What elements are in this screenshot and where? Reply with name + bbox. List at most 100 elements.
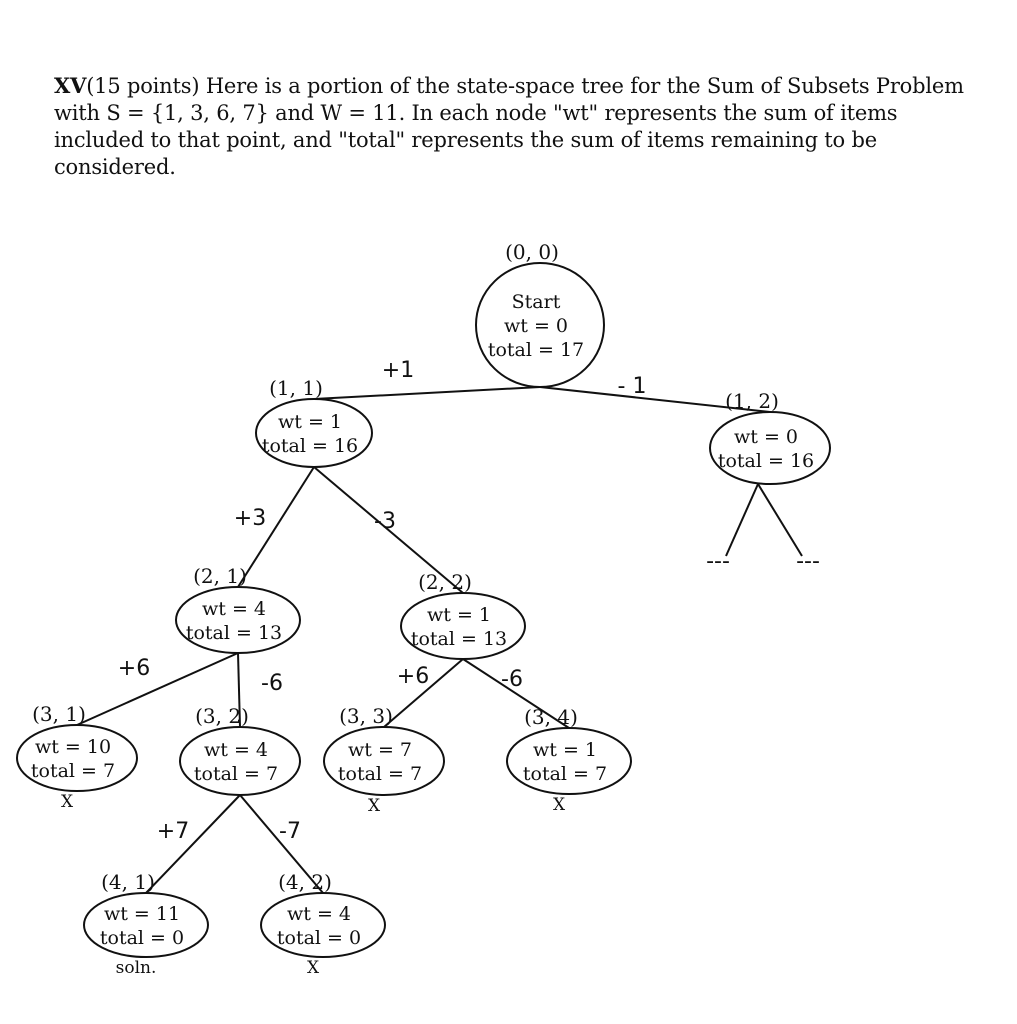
node-total: total = 7	[194, 763, 278, 785]
node-index-label: (2, 2)	[418, 570, 472, 594]
node-index-label: (3, 4)	[524, 705, 578, 729]
node-caption: Start	[512, 291, 561, 313]
node-total: total = 16	[718, 450, 814, 472]
node-total: total = 0	[277, 927, 361, 949]
edge-line	[313, 386, 541, 400]
edge-label: -6	[501, 667, 523, 692]
node-weight: wt = 4	[204, 739, 268, 761]
tree-edge: -6	[237, 652, 283, 728]
node-total: total = 17	[488, 339, 584, 361]
pruned-mark: X	[307, 958, 320, 978]
edge-label: +7	[157, 819, 189, 844]
node-ellipse	[709, 411, 831, 485]
edge-line	[383, 658, 464, 728]
tree-edge: +6	[383, 658, 464, 728]
edge-line	[539, 386, 771, 413]
tree-edge: -7	[239, 794, 324, 894]
node-total: total = 13	[411, 628, 507, 650]
node-total: total = 7	[31, 760, 115, 782]
question-body: Here is a portion of the state-space tre…	[54, 74, 964, 179]
edge-label: - 1	[618, 374, 647, 399]
node-ellipse	[179, 726, 301, 796]
tree-edge: -3	[313, 466, 464, 594]
node-weight: wt = 4	[287, 903, 351, 925]
question-text: XV(15 points) Here is a portion of the s…	[54, 72, 969, 181]
pruned-mark: X	[368, 796, 381, 816]
edge-line	[462, 658, 570, 729]
node-index-label: (2, 1)	[193, 564, 247, 588]
stub-line-right	[757, 483, 803, 557]
edge-label: +6	[118, 656, 150, 681]
node-weight: wt = 1	[278, 411, 342, 433]
edge-line	[237, 652, 241, 728]
node-weight: wt = 7	[348, 739, 412, 761]
node-ellipse	[255, 398, 373, 468]
tree-edge: +6	[76, 652, 239, 726]
node-index-label: (3, 1)	[32, 702, 86, 726]
edge-line	[76, 652, 239, 726]
node-total: total = 7	[338, 763, 422, 785]
node-index-label: (4, 1)	[101, 870, 155, 894]
tree-edge: +7	[145, 794, 241, 894]
edge-label: +6	[397, 664, 429, 689]
node-index-label: (4, 2)	[278, 870, 332, 894]
edge-line	[237, 466, 315, 588]
node-total: total = 7	[523, 763, 607, 785]
edge-label: -6	[261, 671, 283, 696]
pruned-mark: X	[553, 795, 566, 815]
edge-line	[239, 794, 324, 894]
node-index-label: (3, 2)	[195, 704, 249, 728]
stub-label-left: ---	[706, 549, 730, 574]
node-ellipse	[16, 724, 138, 792]
node-weight: wt = 10	[35, 736, 111, 758]
edge-label: +1	[382, 358, 414, 383]
tree-edge: - 1	[539, 374, 771, 413]
pruned-mark: X	[61, 792, 74, 812]
node-ellipse	[175, 586, 301, 654]
node-ellipse	[506, 727, 632, 795]
node-index-label: (1, 1)	[269, 376, 323, 400]
node-weight: wt = 1	[427, 604, 491, 626]
node-ellipse	[400, 592, 526, 660]
question-points: (15 points)	[86, 74, 200, 98]
unexpanded-branches: --- ---	[706, 483, 820, 574]
node-index-label: (1, 2)	[725, 389, 779, 413]
edge-label: -3	[374, 509, 396, 534]
node-ellipse	[260, 892, 386, 958]
node-ellipse	[323, 726, 445, 796]
edge-line	[145, 794, 241, 894]
node-total: total = 0	[100, 927, 184, 949]
node-ellipse	[83, 892, 209, 958]
node-index-label: (0, 0)	[505, 240, 559, 264]
question-number: XV	[54, 73, 87, 98]
stub-line-left	[725, 483, 759, 557]
tree-edge: +1	[313, 358, 541, 400]
node-weight: wt = 0	[734, 426, 798, 448]
node-weight: wt = 11	[104, 903, 180, 925]
edge-line	[313, 466, 464, 594]
node-total: total = 13	[186, 622, 282, 644]
node-weight: wt = 4	[202, 598, 266, 620]
solution-mark: soln.	[116, 958, 157, 978]
edge-label: -7	[279, 819, 301, 844]
tree-edge: -6	[462, 658, 570, 729]
node-weight: wt = 1	[533, 739, 597, 761]
node-index-label: (3, 3)	[339, 704, 393, 728]
tree-edge: +3	[234, 466, 315, 588]
node-ellipse	[475, 262, 605, 388]
stub-label-right: ---	[796, 549, 820, 574]
edge-label: +3	[234, 506, 266, 531]
node-total: total = 16	[262, 435, 358, 457]
